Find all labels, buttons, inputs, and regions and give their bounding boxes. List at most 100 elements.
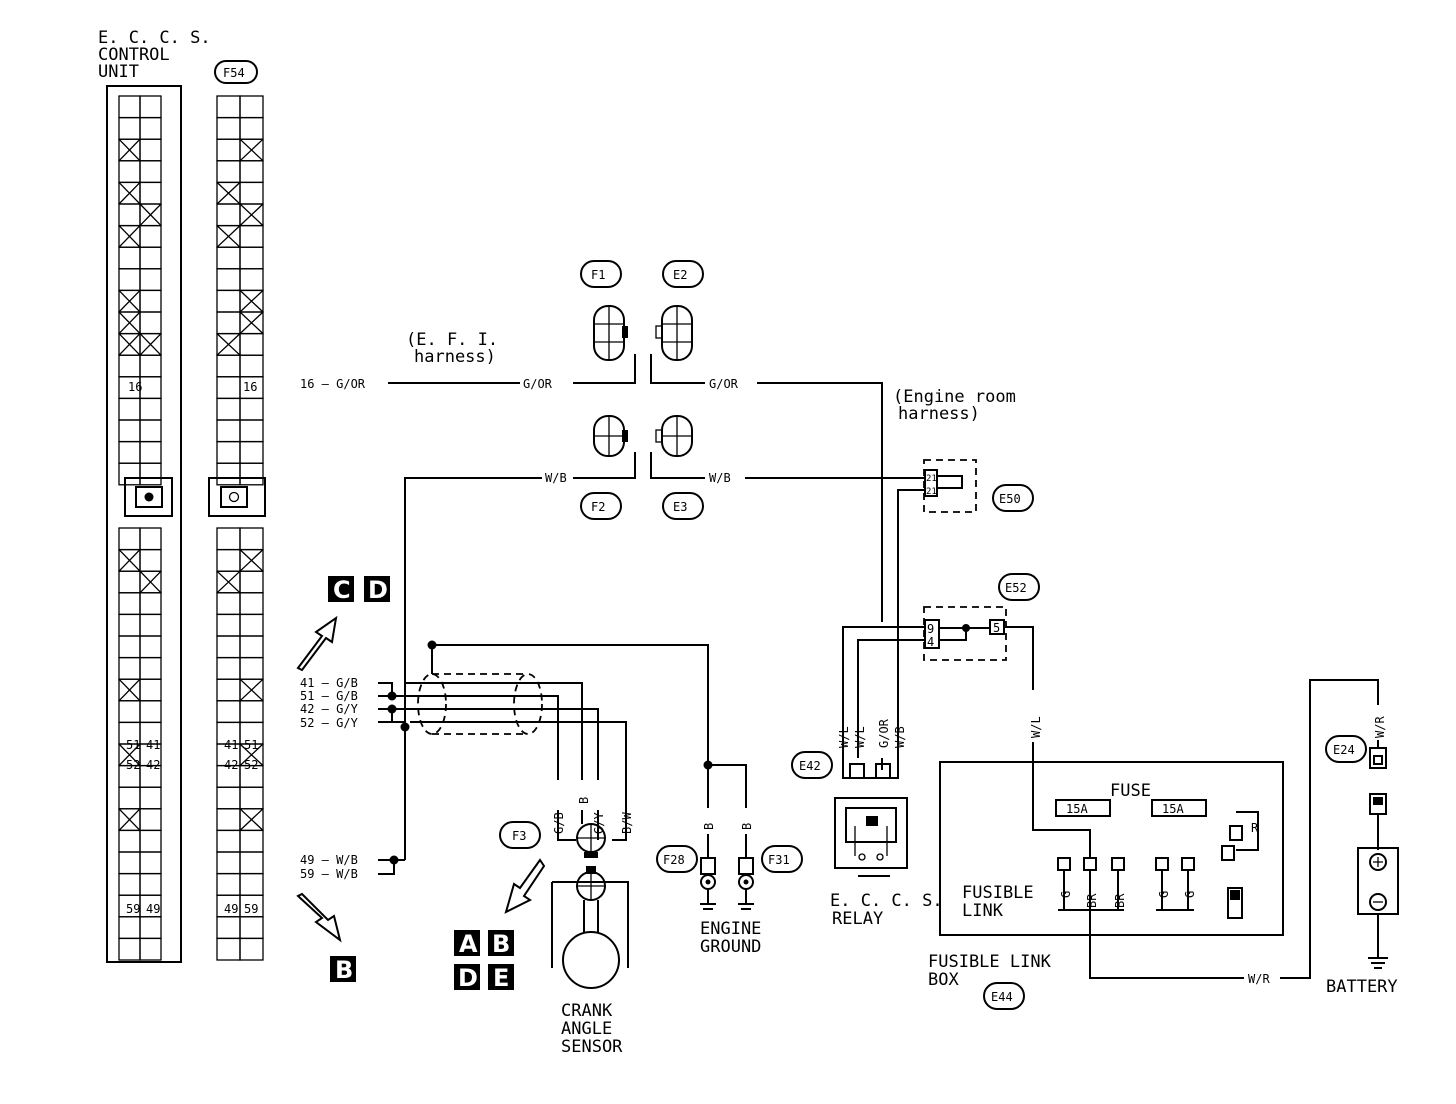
pin-cell [239,570,264,594]
relay-face [845,807,897,843]
reference-badges: C D B A B D E [296,576,546,992]
pin-cell-blocked [239,138,264,162]
pin-cell-blocked [118,808,141,831]
fl-r-block [1236,811,1259,851]
pin-cell [139,289,162,313]
pin-cell [118,397,141,421]
pin-cell [139,527,162,551]
fl-r-terminal-1 [1229,825,1243,841]
wire-label-51: 51 — G/B [300,689,358,703]
fl-term-3 [1111,857,1125,871]
f28-oval [656,845,698,873]
pin-cell [216,808,241,832]
wire-label-49: 49 — W/B [300,853,358,867]
e50-outline [923,459,977,513]
e42-label: E42 [799,759,821,773]
fl-term-1 [1057,857,1071,871]
f54-pin-59: 59 [244,902,258,916]
e52-pin-9: 9 [927,622,934,636]
arrow-down-abde [504,858,546,914]
f2-label: F2 [591,500,605,514]
battery-neg [1369,893,1387,911]
pin-cell [239,268,264,292]
ecu-pin-41: 41 [146,738,160,752]
f1-label: F1 [591,268,605,282]
pin-cell [216,829,241,853]
fl-leads-2 [1156,870,1194,911]
pin-cell [139,224,162,248]
wire-label-b-f31: B [740,823,754,830]
fl-label-g3: G [1183,891,1197,898]
wire-label-41: 41 — G/B [300,676,358,690]
badge-a: A [459,930,478,958]
pin-cell [118,656,141,680]
fl-term-5 [1181,857,1195,871]
pin-cell [139,937,162,961]
pin-cell [139,916,162,940]
pin-cell [118,203,141,227]
pin-cell [239,160,264,184]
e50-label: E50 [999,492,1021,506]
ground-title-2: GROUND [700,937,761,957]
pin-cell [239,613,264,637]
battery-label: BATTERY [1326,977,1398,997]
ecu-pin-42: 42 [146,758,160,772]
f2-latch [622,430,628,442]
fuse-1 [1055,799,1111,817]
engine-room-harness-label-2: harness) [898,404,980,424]
e2-oval [662,260,704,288]
pin-cell [216,916,241,940]
f3-label: F3 [512,829,526,843]
badge-b: B [335,956,353,984]
pin-cell [139,829,162,853]
f28-eyelet-dot [705,879,711,885]
pin-cell [239,354,264,378]
wire-label-gor-3: G/OR [877,718,891,748]
pin-cell [216,376,241,400]
pin-cell [239,462,264,486]
wire-16-e2 [650,354,705,384]
wire-label-b: B [577,797,591,804]
pin-cell [216,613,241,637]
pin-cell [239,872,264,896]
badge-c: C [333,576,351,604]
pin-cell [239,786,264,810]
pin-cell-blocked [118,333,141,356]
f28-label: F28 [663,853,685,867]
ecu-pin-59: 59 [126,902,140,916]
pin-cell [139,419,162,443]
e52-pin-5: 5 [993,621,1000,635]
e3-latch [655,429,663,443]
wire-label-wl-3: W/L [1029,716,1043,738]
f54-lock-ring [228,491,240,503]
relay-legs [854,826,888,856]
pin-cell [139,786,162,810]
badge-b2-box [488,930,514,956]
wire-16-f1 [573,354,636,384]
fusible-link-title-1: FUSIBLE [962,883,1034,903]
f54-pin-52: 52 [244,758,258,772]
crank-title-1: CRANK [561,1001,613,1021]
relay-body [834,797,908,869]
circuit-crank-angle: 41 — G/B 51 — G/B 42 — G/Y 52 — G/Y G/B … [300,640,709,1057]
pin-cell [239,916,264,940]
pin-cell [139,700,162,724]
wire-wb-f2 [573,452,636,479]
engine-room-harness-label-1: (Engine room [893,387,1016,407]
pin-cell [239,181,264,205]
pin-cell [118,937,141,961]
f54-label: F54 [223,66,245,80]
wire-wr-bottom [1089,910,1244,979]
pin-cell [216,937,241,961]
battery-pos [1369,853,1387,871]
pin-cell [139,678,162,702]
wire-wl-fuse-top [1004,626,1034,690]
pin-cell [118,246,141,270]
wire-shield-ground [431,644,709,765]
fuse-2-rating: 15A [1162,802,1184,816]
pin-cell [216,289,241,313]
e3-oval [662,492,704,520]
pin-cell [118,116,141,140]
pin-cell [118,700,141,724]
